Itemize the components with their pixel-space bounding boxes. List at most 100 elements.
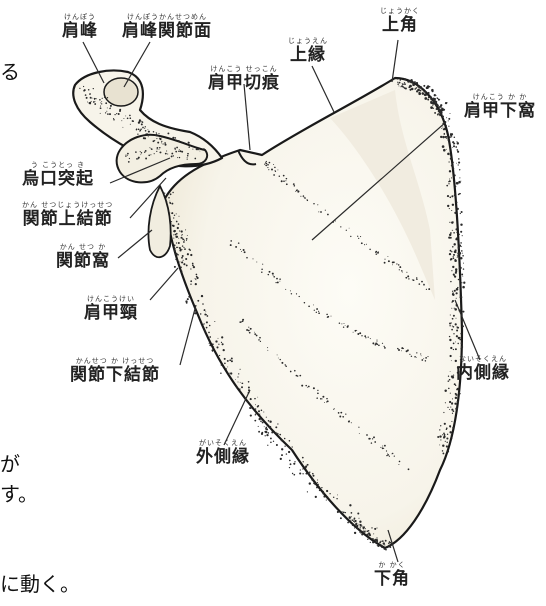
stipple-dot [200,313,201,314]
stipple-dot [351,422,352,423]
stipple-dot [448,161,449,162]
stipple-dot [187,159,188,160]
stipple-dot [276,444,278,446]
stipple-dot [308,386,310,388]
stipple-dot [156,133,157,134]
stipple-dot [174,148,176,150]
stipple-dot [455,323,457,325]
stipple-dot [309,471,310,472]
stipple-dot [453,144,454,145]
stipple-dot [374,441,376,443]
stipple-dot [460,257,462,259]
stipple-dot [273,276,275,278]
stipple-dot [308,305,310,307]
stipple-dot [350,236,351,237]
stipple-dot [456,237,458,239]
stipple-dot [452,293,453,294]
stipple-dot [327,214,329,216]
stipple-dot [176,242,177,243]
stipple-dot [367,539,368,540]
stipple-dot [374,539,376,541]
stipple-dot [452,246,454,248]
stipple-dot [382,447,384,449]
stipple-dot [407,350,409,352]
stipple-dot [448,236,450,238]
edge-text-ru: る [0,56,20,85]
stipple-dot [292,446,293,447]
text-supraglenoid: 関節上結節 [22,211,113,228]
stipple-dot [164,144,166,146]
stipple-dot [179,261,180,262]
stipple-dot [339,416,341,418]
stipple-dot [229,373,230,374]
stipple-dot [144,151,145,152]
stipple-dot [369,534,371,536]
stipple-dot [370,338,371,339]
stipple-dot [169,212,170,213]
stipple-dot [157,147,159,149]
stipple-dot [262,422,264,424]
stipple-dot [339,322,340,323]
stipple-dot [329,493,330,494]
stipple-dot [450,314,451,315]
stipple-dot [389,456,390,457]
stipple-dot [380,447,381,448]
stipple-dot [173,238,174,239]
stipple-dot [269,271,271,273]
stipple-dot [174,231,175,232]
stipple-dot [267,350,268,351]
stipple-dot [250,328,252,330]
stipple-dot [376,537,377,538]
stipple-dot [278,358,279,359]
stipple-dot [180,267,182,269]
stipple-dot [281,362,283,364]
stipple-dot [230,244,232,246]
stipple-dot [352,524,354,526]
stipple-dot [146,133,147,134]
stipple-dot [240,369,241,370]
stipple-dot [326,314,328,316]
stipple-dot [178,140,180,142]
text-coracoid: 烏口突起 [22,171,94,188]
stipple-dot [430,96,432,98]
stipple-dot [364,335,366,337]
stipple-dot [265,162,266,163]
stipple-dot [462,253,463,254]
stipple-dot [444,423,446,425]
stipple-dot [453,349,454,350]
label-neck: けんこうけい 肩甲頸 [84,296,138,322]
stipple-dot [378,344,380,346]
stipple-dot [454,308,455,309]
stipple-dot [288,446,290,448]
stipple-dot [261,410,263,412]
stipple-dot [453,410,455,412]
stipple-dot [403,87,404,88]
stipple-dot [440,439,441,440]
stipple-dot [226,368,227,369]
stipple-dot [179,230,180,231]
stipple-dot [433,108,434,109]
stipple-dot [300,196,301,197]
stipple-dot [238,373,239,374]
stipple-dot [458,162,460,164]
stipple-dot [375,344,377,346]
ruby-supraglenoid: かん せつじょうけっせつ [22,202,113,209]
text-inferior-angle: 下角 [374,571,410,588]
stipple-dot [449,222,450,223]
stipple-dot [360,530,362,532]
stipple-dot [237,376,238,377]
stipple-dot [437,114,439,116]
stipple-dot [176,236,178,238]
stipple-dot [259,418,261,420]
leader-superior-border [312,66,334,112]
stipple-dot [279,281,280,282]
stipple-dot [313,304,314,305]
stipple-dot [275,282,276,283]
stipple-dot [385,549,387,551]
stipple-dot [213,346,214,347]
stipple-dot [430,102,432,104]
stipple-dot [268,420,270,422]
stipple-dot [182,239,184,241]
stipple-dot [423,284,425,286]
stipple-dot [277,281,279,283]
